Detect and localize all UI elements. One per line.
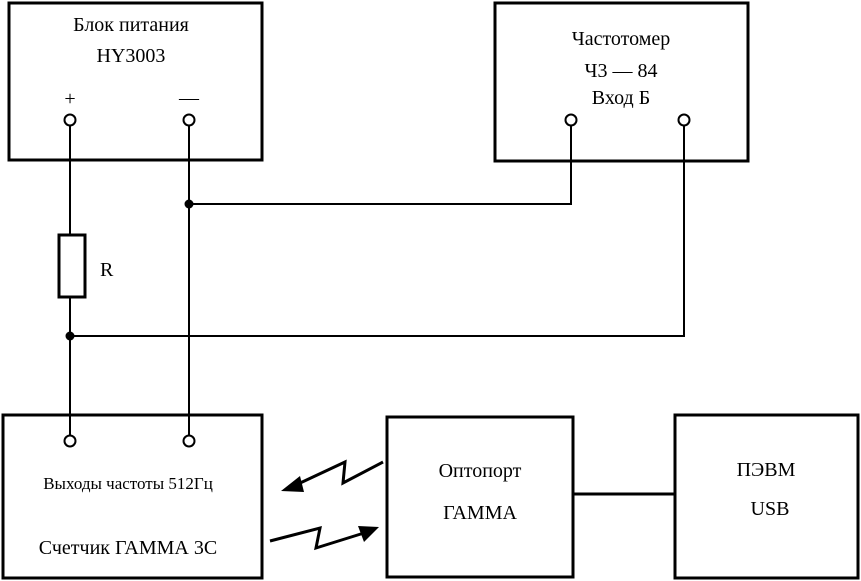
frequency-meter-model: Ч3 — 84 [585,60,658,82]
optoport-line2: ГАММА [443,502,517,524]
terminal-meter-1 [564,113,578,127]
optoport-block: Оптопорт ГАММА [385,415,575,579]
power-supply-model: HY3003 [97,45,166,67]
pc-block: ПЭВМ USB [673,413,860,580]
junction-dot [65,331,75,341]
wires [69,125,685,496]
terminal-meter-2 [677,113,691,127]
arrowhead-right [358,526,379,542]
resistor-symbol [57,233,87,299]
plus-terminal-label: + [64,88,75,110]
optoport-line1: Оптопорт [439,460,522,482]
counter-outputs-label: Выходы частоты 512Гц [43,474,213,493]
optical-arrow-to-counter [297,459,384,486]
optical-arrow-to-optoport [269,525,365,551]
frequency-meter-title: Частотомер [572,28,671,50]
terminal-plus [63,113,77,127]
arrowhead-left [281,476,304,492]
wire-minus-to-meter [189,125,572,205]
resistor-label: R [100,259,114,281]
terminal-counter-2 [182,434,196,448]
terminal-counter-1 [63,434,77,448]
power-supply-title: Блок питания [73,14,189,36]
pc-line2: USB [751,498,790,520]
pc-line1: ПЭВМ [737,459,796,481]
counter-name: Счетчик ГАММА 3С [39,537,217,559]
junction-dot [184,199,194,209]
wire-resistor-to-meter [70,125,685,337]
frequency-meter-block: Частотомер Ч3 — 84 Вход Б [493,1,750,163]
counter-block: Выходы частоты 512Гц Счетчик ГАММА 3С [1,413,264,580]
power-supply-block: Блок питания HY3003 + — [7,1,264,162]
frequency-meter-input: Вход Б [592,87,650,109]
terminal-minus [182,113,196,127]
minus-terminal-label: — [178,87,200,109]
optical-link-arrows [269,459,384,551]
